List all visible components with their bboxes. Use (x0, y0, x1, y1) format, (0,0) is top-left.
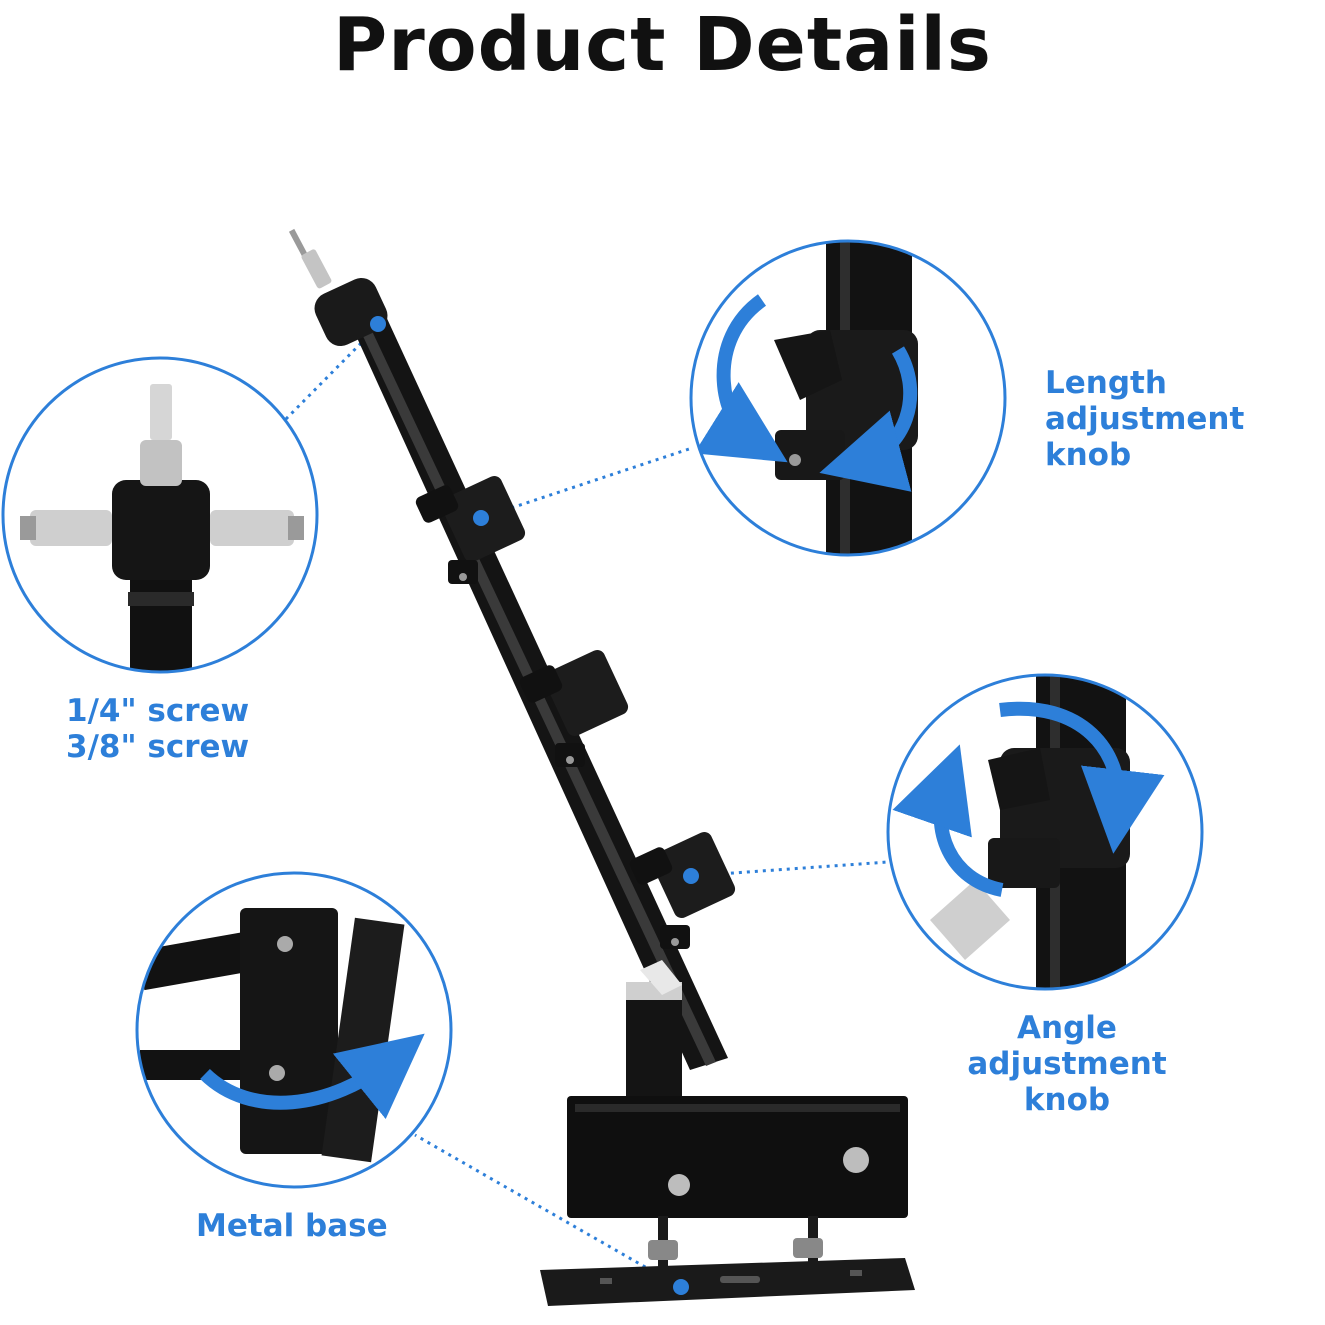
angle-knob-detail-circle (888, 675, 1202, 989)
angle-knob-label-line2: adjustment knob (967, 1046, 1167, 1118)
angle-knob-label: Angle adjustment knob (922, 1010, 1212, 1118)
screw-label-line2: 3/8" screw (66, 729, 250, 765)
metal-base-detail-circle (137, 873, 451, 1187)
screw-detail-circle (3, 358, 317, 672)
wall-mount-stand (288, 228, 915, 1306)
angle-circle-border (886, 673, 1204, 991)
screw-label-line1: 1/4" screw (66, 693, 250, 729)
length-circle-border (689, 239, 1007, 557)
page-title: Product Details (333, 2, 992, 88)
length-knob-label-line1: Length (1045, 365, 1167, 401)
length-knob-label: Length adjustment knob (1045, 365, 1325, 473)
metal-base-label: Metal base (196, 1208, 388, 1244)
dot-base (673, 1279, 689, 1295)
callout-dots (370, 316, 699, 1295)
screw-label: 1/4" screw 3/8" screw (66, 693, 249, 765)
dot-angle-knob (683, 868, 699, 884)
screw-circle-border (1, 356, 319, 674)
base-circle-border (135, 871, 453, 1189)
angle-knob-label-line1: Angle (1017, 1010, 1117, 1046)
dot-length-knob (473, 510, 489, 526)
dot-screw (370, 316, 386, 332)
length-knob-label-line2: adjustment knob (1045, 401, 1245, 473)
length-knob-detail-circle (691, 241, 1005, 555)
